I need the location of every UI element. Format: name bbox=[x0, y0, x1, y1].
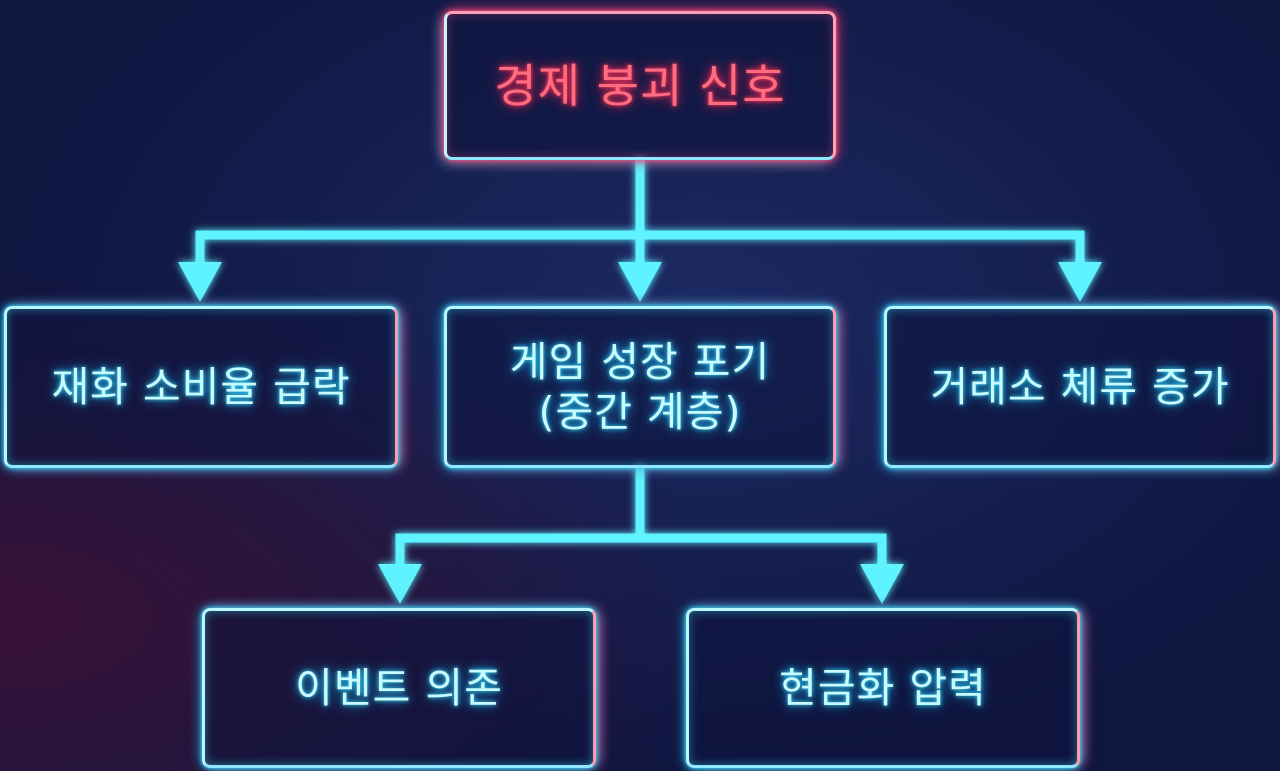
arrowhead-icon bbox=[860, 564, 904, 604]
root-node-label: 경제 붕괴 신호 bbox=[494, 58, 786, 113]
node-exchange-stay-label: 거래소 체류 증가 bbox=[930, 363, 1230, 411]
node-consumption-drop-label: 재화 소비율 급락 bbox=[51, 363, 351, 411]
node-growth-abandon: 게임 성장 포기 (중간 계층) bbox=[444, 306, 836, 468]
node-growth-abandon-label-line1: 게임 성장 포기 bbox=[509, 338, 771, 386]
root-node: 경제 붕괴 신호 bbox=[444, 11, 836, 160]
node-growth-abandon-label-line2: (중간 계층) bbox=[538, 388, 742, 436]
arrowhead-icon bbox=[378, 564, 422, 604]
arrowhead-icon bbox=[1058, 262, 1102, 302]
node-event-dependence-label: 이벤트 의존 bbox=[295, 664, 503, 712]
arrowhead-icon bbox=[178, 262, 222, 302]
arrowhead-icon bbox=[618, 262, 662, 302]
node-cashout-pressure-label: 현금화 압력 bbox=[779, 664, 987, 712]
node-cashout-pressure: 현금화 압력 bbox=[686, 608, 1080, 768]
node-event-dependence: 이벤트 의존 bbox=[202, 608, 596, 768]
node-exchange-stay: 거래소 체류 증가 bbox=[884, 306, 1276, 468]
node-consumption-drop: 재화 소비율 급락 bbox=[4, 306, 398, 468]
